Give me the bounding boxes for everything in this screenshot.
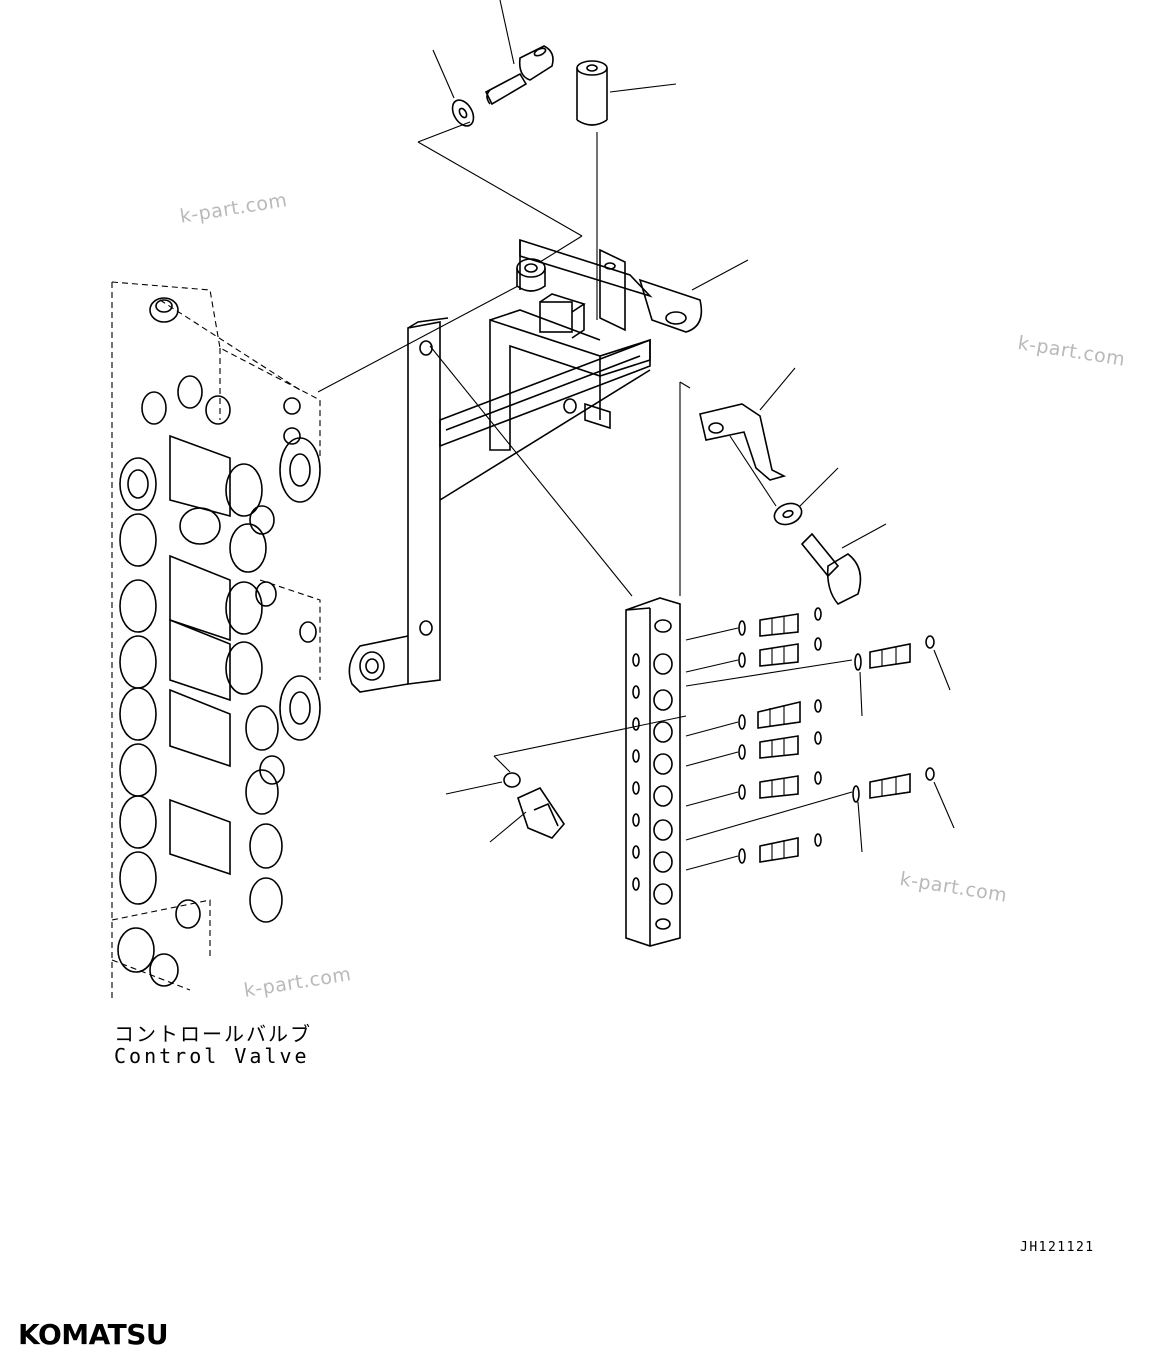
control-valve-outline xyxy=(111,281,321,1000)
clamp-bracket xyxy=(699,367,796,507)
fitting-6 xyxy=(685,771,822,807)
fitting-5 xyxy=(685,731,822,767)
fittings-row xyxy=(685,607,955,871)
fitting-8 xyxy=(685,833,822,871)
mounting-bracket xyxy=(317,238,749,693)
leader-lines-top xyxy=(417,121,583,263)
fitting-4 xyxy=(685,699,822,737)
valve-spool-row xyxy=(117,297,321,987)
fitting-1 xyxy=(685,607,822,641)
control-valve-label-en: Control Valve xyxy=(114,1044,310,1068)
fitting-7 xyxy=(685,767,955,853)
control-valve-label-jp: コントロールバルブ xyxy=(114,1022,312,1046)
clamp-washer xyxy=(773,467,839,526)
upper-washer xyxy=(432,49,475,127)
fitting-3 xyxy=(685,635,951,717)
upper-bolt xyxy=(484,0,554,106)
drawing-code: JH121121 xyxy=(1020,1240,1095,1255)
pressure-sensor xyxy=(445,715,687,843)
manifold-block xyxy=(625,381,691,947)
komatsu-logo: KOMATSU xyxy=(18,1318,169,1351)
spacer-collar xyxy=(576,60,677,320)
clamp-bolt xyxy=(800,523,887,605)
fitting-2 xyxy=(685,637,822,673)
